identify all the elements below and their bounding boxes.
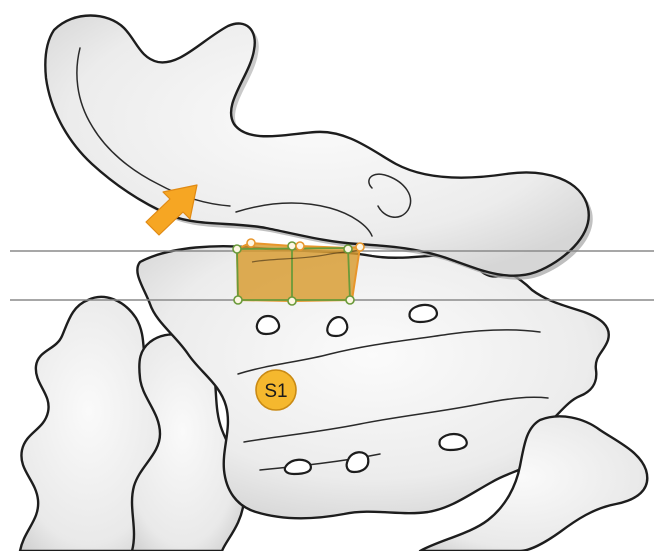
handle[interactable] xyxy=(233,245,241,253)
foramen-4 xyxy=(285,460,311,474)
s1-label-text: S1 xyxy=(264,381,287,402)
vertebra-upper xyxy=(45,16,592,280)
s1-label: S1 xyxy=(256,370,296,410)
handle[interactable] xyxy=(288,242,296,250)
handle[interactable] xyxy=(344,245,352,253)
handle[interactable] xyxy=(346,296,354,304)
foramen-6 xyxy=(439,434,466,450)
handle[interactable] xyxy=(296,242,304,250)
handle[interactable] xyxy=(356,243,364,251)
interbody-wedge xyxy=(233,239,364,305)
handle[interactable] xyxy=(247,239,255,247)
vertebra-body xyxy=(45,16,588,276)
foramen-3 xyxy=(409,305,436,322)
handle[interactable] xyxy=(234,296,242,304)
handle[interactable] xyxy=(288,297,296,305)
foramen-1 xyxy=(257,316,279,334)
wedge-fill xyxy=(237,243,360,301)
foramen-5 xyxy=(347,452,369,472)
